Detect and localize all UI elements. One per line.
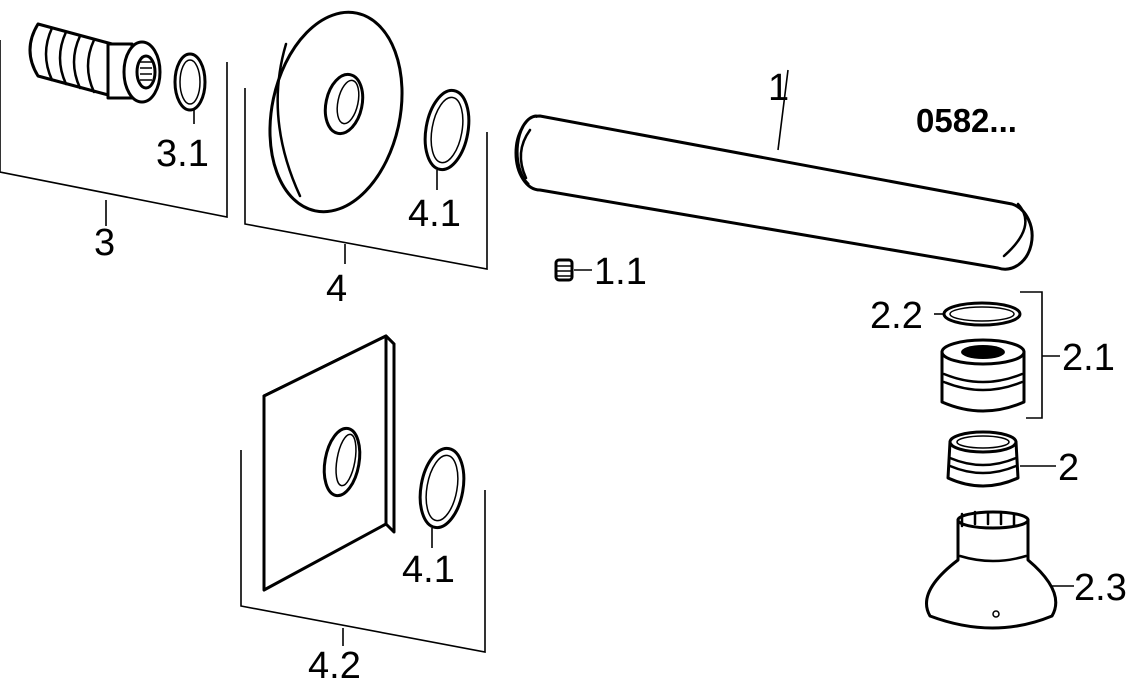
callout-3: 3 — [94, 222, 115, 264]
bracket-2-1 — [1020, 291, 1043, 419]
threaded-connector-part — [28, 22, 162, 104]
callout-4-2: 4.2 — [308, 645, 361, 680]
aerator-insert-part — [940, 338, 1026, 413]
callout-2-2: 2.2 — [870, 295, 923, 337]
bracket-3 — [0, 40, 228, 218]
aerator-housing-part — [925, 510, 1058, 630]
callout-2: 2 — [1058, 447, 1079, 489]
callout-3-1: 3.1 — [156, 133, 209, 175]
spout-part — [514, 114, 1034, 271]
callout-1-1: 1.1 — [594, 251, 647, 293]
callout-1: 1 — [768, 67, 789, 109]
bracket-4-2 — [240, 450, 486, 653]
square-rosette-part — [262, 334, 396, 592]
round-rosette-part — [268, 10, 404, 214]
callout-4: 4 — [326, 268, 347, 310]
callout-2-3: 2.3 — [1074, 567, 1127, 609]
callout-4-1-square: 4.1 — [402, 549, 455, 591]
drawing-code: 0582... — [916, 102, 1017, 139]
round-rosette-o-ring-part — [423, 88, 471, 172]
bracket-4 — [244, 88, 488, 270]
grub-screw-part — [554, 258, 574, 282]
callout-4-1-round: 4.1 — [408, 193, 461, 235]
square-rosette-o-ring-part — [418, 446, 466, 530]
aerator-part — [946, 430, 1020, 488]
callout-2-1: 2.1 — [1062, 337, 1115, 379]
